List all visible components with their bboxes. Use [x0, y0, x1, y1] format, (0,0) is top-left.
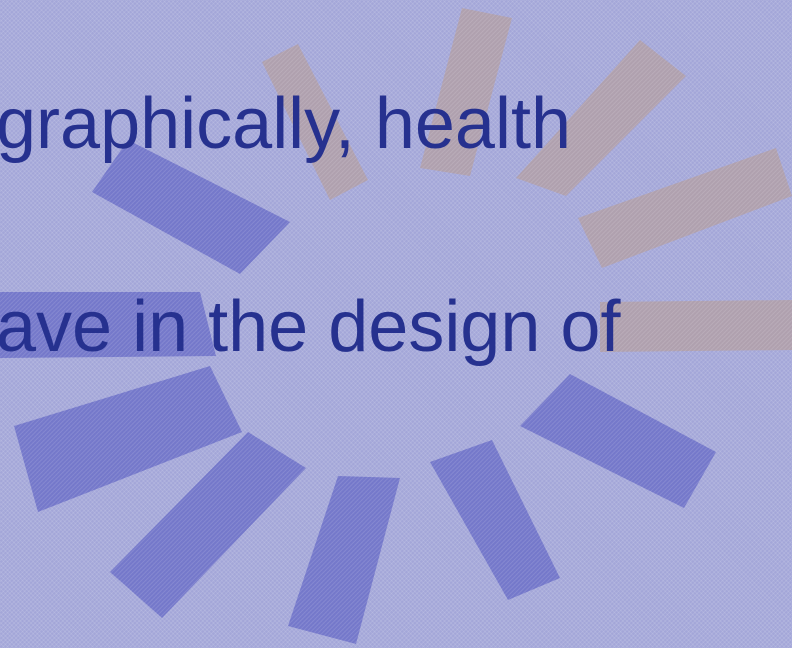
- text-line: ave in the design of: [0, 287, 621, 367]
- text-line: graphically, health: [0, 84, 572, 164]
